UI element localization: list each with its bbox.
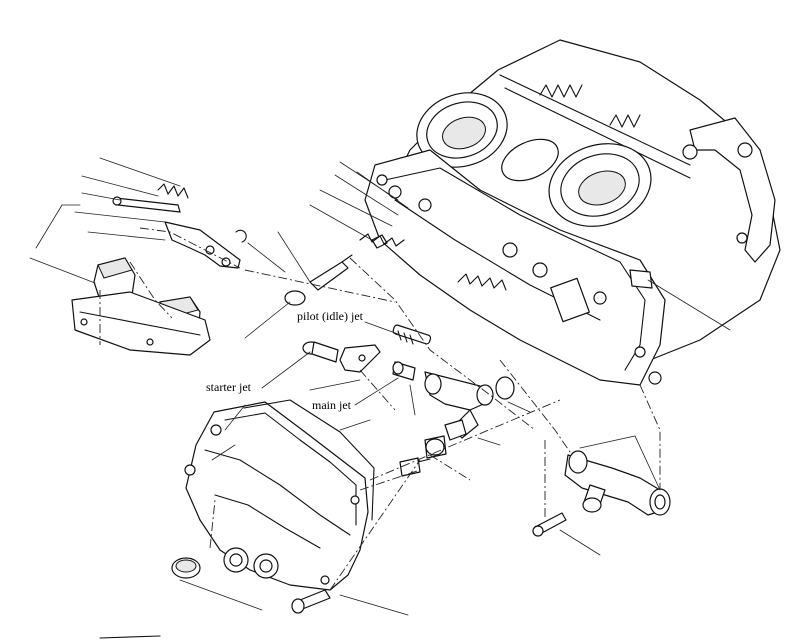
needle-spring xyxy=(359,233,405,247)
float-bowl xyxy=(184,399,375,591)
side-screw xyxy=(629,269,653,289)
choke-spring xyxy=(157,183,189,199)
float-needle xyxy=(444,419,467,441)
choke-lever xyxy=(164,221,241,269)
body-spring xyxy=(457,273,507,291)
bowl-mounting-face xyxy=(364,149,666,386)
circlip xyxy=(235,229,247,243)
center-lines xyxy=(99,227,661,591)
main-jet xyxy=(392,361,416,381)
small-cap xyxy=(284,290,306,306)
fuel-t-joint xyxy=(564,450,671,516)
label-starter-jet: starter jet xyxy=(206,380,251,394)
intake-bore-right xyxy=(548,143,652,227)
label-pilot-jet: pilot (idle) jet xyxy=(297,309,363,323)
starter-jet xyxy=(302,341,339,363)
choke-rod xyxy=(115,197,181,213)
small-pin xyxy=(532,512,567,537)
pilot-jet xyxy=(392,324,432,345)
bottom-screw xyxy=(291,589,331,614)
bottom-plug xyxy=(171,557,201,579)
intake-bore-left xyxy=(416,92,508,168)
footer-rule xyxy=(99,635,161,639)
label-main-jet: main jet xyxy=(312,398,351,412)
choke-assembly xyxy=(71,183,247,356)
leader-lines xyxy=(29,157,731,616)
idle-screw xyxy=(309,261,349,291)
carburetor-assembly xyxy=(364,39,781,386)
gasket-ring xyxy=(495,376,515,400)
linkage-spring xyxy=(539,84,641,128)
drain-screw xyxy=(424,435,447,459)
